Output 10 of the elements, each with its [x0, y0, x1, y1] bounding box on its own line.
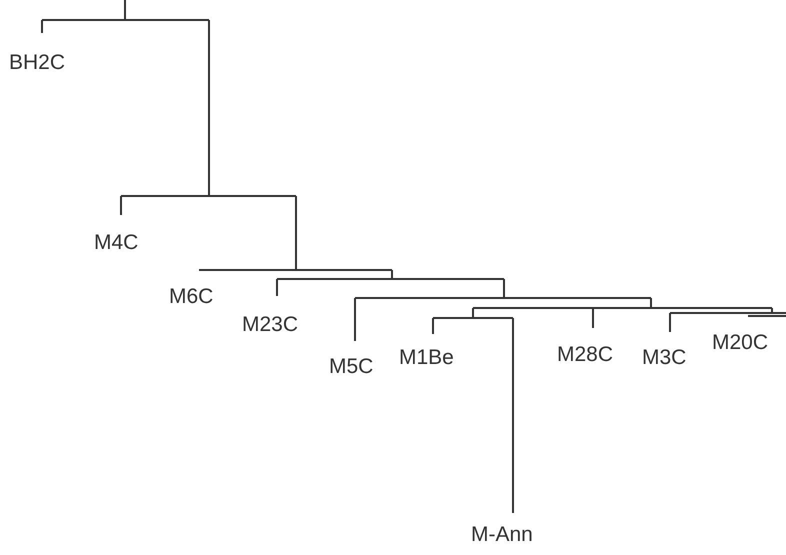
leaf-label: M6C [169, 284, 214, 310]
leaf-label: M23C [242, 312, 298, 338]
leaf-label: M3C [642, 345, 686, 370]
leaf-label: M20C [712, 330, 768, 356]
leaf-label: M5C [329, 354, 374, 380]
leaf-label: BH2C [9, 50, 66, 76]
leaf-label: M-Ann [471, 522, 533, 548]
leaf-label: M28C [557, 342, 614, 368]
leaf-label: M1Be [399, 345, 454, 370]
leaf-label: M4C [94, 230, 138, 256]
